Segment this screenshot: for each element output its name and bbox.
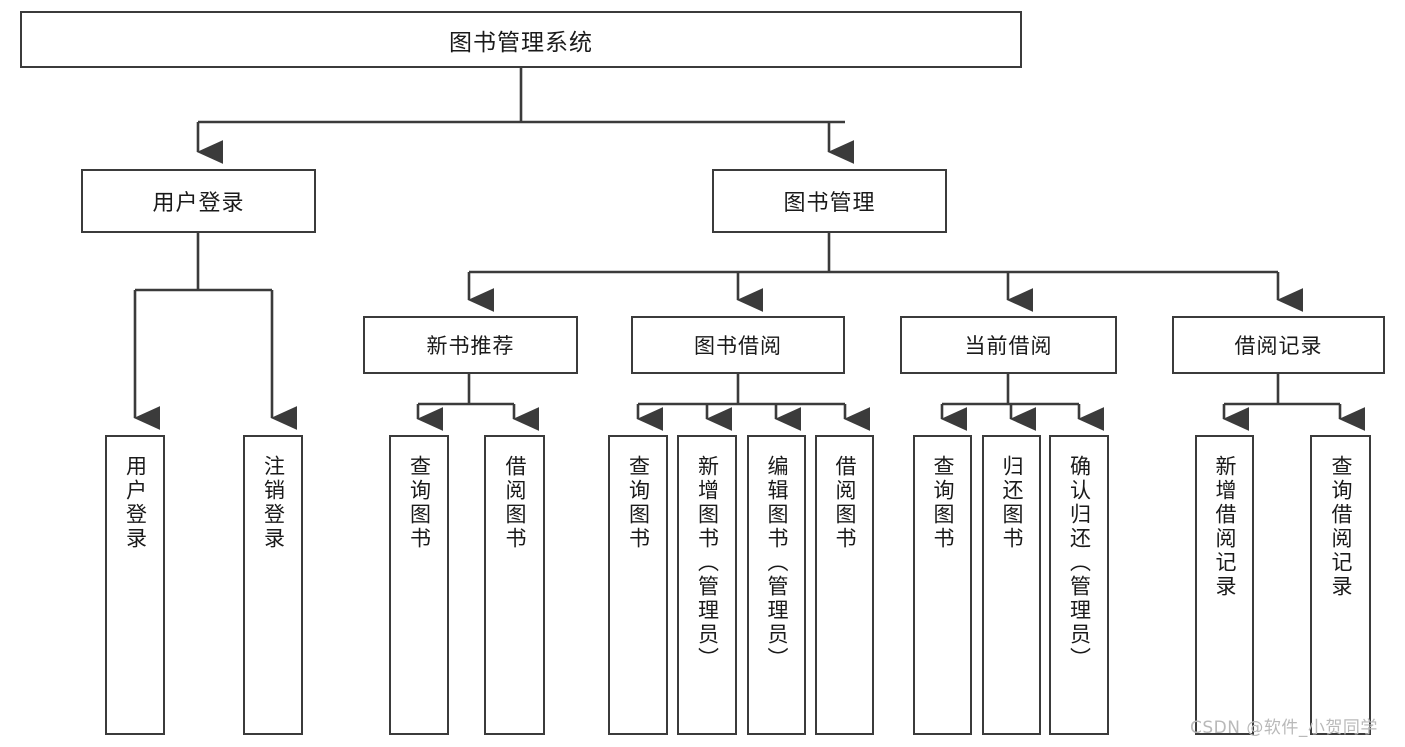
node-leaf-logout[interactable]: 注销登录 <box>243 435 303 735</box>
node-leaf-edit-book[interactable]: 编辑图书（管理员） <box>747 435 806 735</box>
node-leaf-borrow-book-a-label: 借阅图书 <box>503 455 527 551</box>
node-leaf-user-login[interactable]: 用户登录 <box>105 435 165 735</box>
user-login-connectors <box>133 233 298 430</box>
node-leaf-add-book-label: 新增图书（管理员） <box>695 455 720 671</box>
node-new-book-rec[interactable]: 新书推荐 <box>363 316 578 374</box>
node-leaf-borrow-book-b[interactable]: 借阅图书 <box>815 435 874 735</box>
book-manage-connectors <box>467 233 1304 312</box>
new-book-rec-connectors <box>416 374 540 431</box>
node-leaf-user-login-label: 用户登录 <box>123 455 148 551</box>
node-new-book-rec-label: 新书推荐 <box>426 334 515 358</box>
node-leaf-query-record-label: 查询借阅记录 <box>1329 455 1353 599</box>
watermark-text: CSDN @软件_小贺同学 <box>1190 718 1378 738</box>
node-book-borrow-label: 图书借阅 <box>694 334 782 358</box>
node-leaf-query-record[interactable]: 查询借阅记录 <box>1310 435 1371 735</box>
node-current-borrow-label: 当前借阅 <box>964 334 1053 358</box>
node-leaf-add-record-label: 新增借阅记录 <box>1213 455 1237 599</box>
node-leaf-edit-book-label: 编辑图书（管理员） <box>765 455 789 671</box>
node-leaf-confirm-return[interactable]: 确认归还（管理员） <box>1049 435 1109 735</box>
node-leaf-query-book-a-label: 查询图书 <box>407 455 432 551</box>
node-borrow-record[interactable]: 借阅记录 <box>1172 316 1385 374</box>
node-leaf-return-book[interactable]: 归还图书 <box>982 435 1041 735</box>
node-user-login[interactable]: 用户登录 <box>81 169 316 233</box>
node-leaf-query-book-c-label: 查询图书 <box>931 455 955 551</box>
node-book-manage[interactable]: 图书管理 <box>712 169 947 233</box>
node-leaf-borrow-book-b-label: 借阅图书 <box>833 455 857 551</box>
node-user-login-label: 用户登录 <box>152 191 245 216</box>
node-leaf-query-book-b-label: 查询图书 <box>626 455 651 551</box>
node-leaf-borrow-book-a[interactable]: 借阅图书 <box>484 435 545 735</box>
node-leaf-add-record[interactable]: 新增借阅记录 <box>1195 435 1254 735</box>
node-leaf-query-book-b[interactable]: 查询图书 <box>608 435 668 735</box>
node-leaf-logout-label: 注销登录 <box>261 455 286 551</box>
book-borrow-connectors <box>636 374 871 431</box>
node-current-borrow[interactable]: 当前借阅 <box>900 316 1117 374</box>
current-borrow-connectors <box>940 374 1105 431</box>
root-connectors <box>196 68 855 164</box>
node-book-manage-label: 图书管理 <box>783 191 876 216</box>
node-borrow-record-label: 借阅记录 <box>1234 334 1323 358</box>
node-root[interactable]: 图书管理系统 <box>20 11 1022 68</box>
node-leaf-query-book-c[interactable]: 查询图书 <box>913 435 972 735</box>
node-leaf-add-book[interactable]: 新增图书（管理员） <box>677 435 737 735</box>
node-leaf-confirm-return-label: 确认归还（管理员） <box>1067 455 1092 671</box>
node-leaf-return-book-label: 归还图书 <box>1000 455 1024 551</box>
borrow-record-connectors <box>1222 374 1366 431</box>
node-root-label: 图书管理系统 <box>449 29 593 56</box>
node-leaf-query-book-a[interactable]: 查询图书 <box>389 435 449 735</box>
node-book-borrow[interactable]: 图书借阅 <box>631 316 845 374</box>
